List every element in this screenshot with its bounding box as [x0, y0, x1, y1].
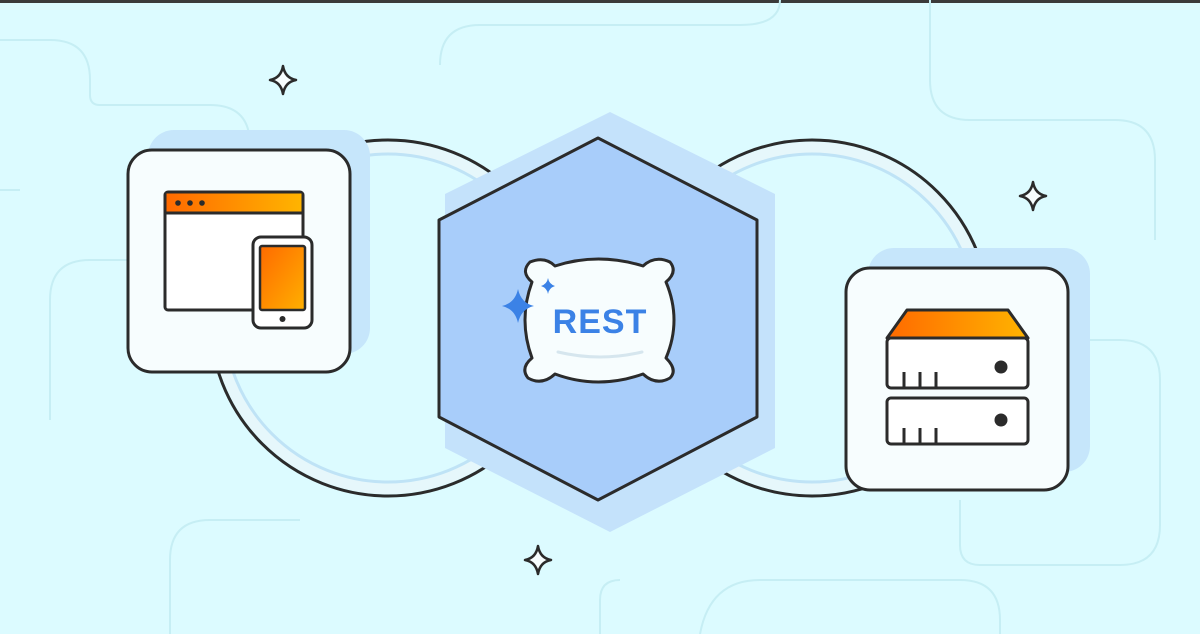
server-card [844, 266, 1070, 492]
sparkle-icon [268, 64, 298, 96]
sparkle-icon [523, 544, 553, 576]
sparkle-icon [502, 289, 534, 323]
server-icon [885, 308, 1030, 446]
client-card [126, 148, 352, 374]
top-border [0, 0, 1200, 3]
pillow-icon: REST [523, 257, 676, 384]
rest-label: REST [553, 303, 648, 341]
sparkle-icon [541, 278, 555, 294]
phone-icon [251, 235, 314, 330]
background-pattern [0, 0, 1161, 634]
sparkle-icon [1018, 180, 1048, 212]
